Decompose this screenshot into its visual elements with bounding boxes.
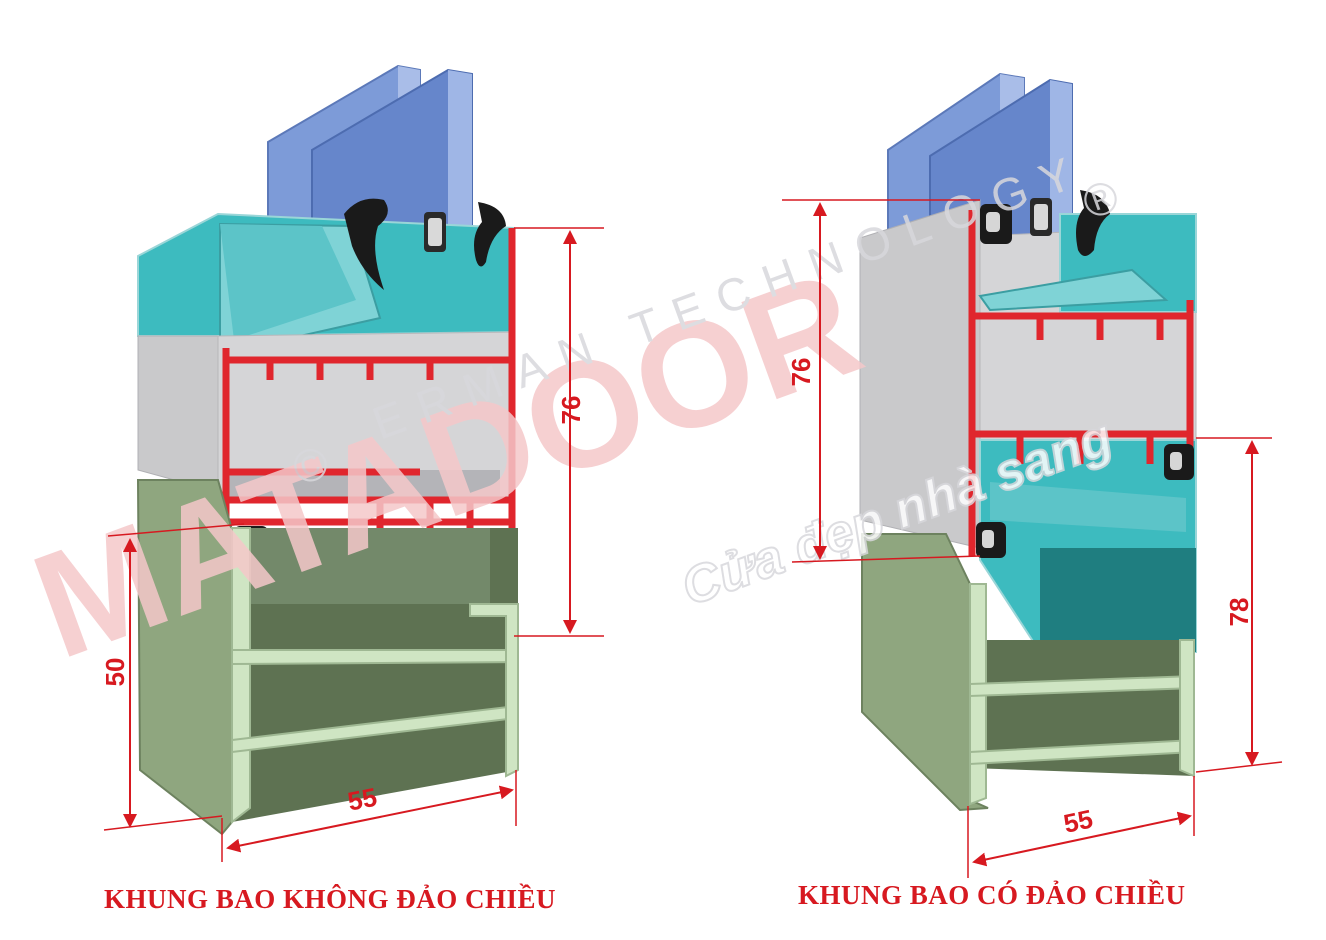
left-dimensions: 76 50 55 xyxy=(100,227,604,862)
left-profile xyxy=(136,64,519,836)
right-55-label: 55 xyxy=(1061,804,1096,839)
right-55-arrow xyxy=(972,811,1192,867)
left-76-label: 76 xyxy=(556,396,586,425)
left-55-label: 55 xyxy=(345,782,379,817)
right-dimensions: 76 78 55 xyxy=(782,199,1283,878)
left-50-label: 50 xyxy=(100,658,130,687)
right-profile xyxy=(859,72,1197,812)
left-55-arrow xyxy=(226,785,514,853)
caption-right: KHUNG BAO CÓ ĐẢO CHIỀU xyxy=(798,880,1186,910)
gasket-icon xyxy=(976,190,1194,558)
right-76-label: 76 xyxy=(786,358,816,387)
caption-left: KHUNG BAO KHÔNG ĐẢO CHIỀU xyxy=(104,884,557,914)
right-78-label: 78 xyxy=(1224,598,1254,627)
